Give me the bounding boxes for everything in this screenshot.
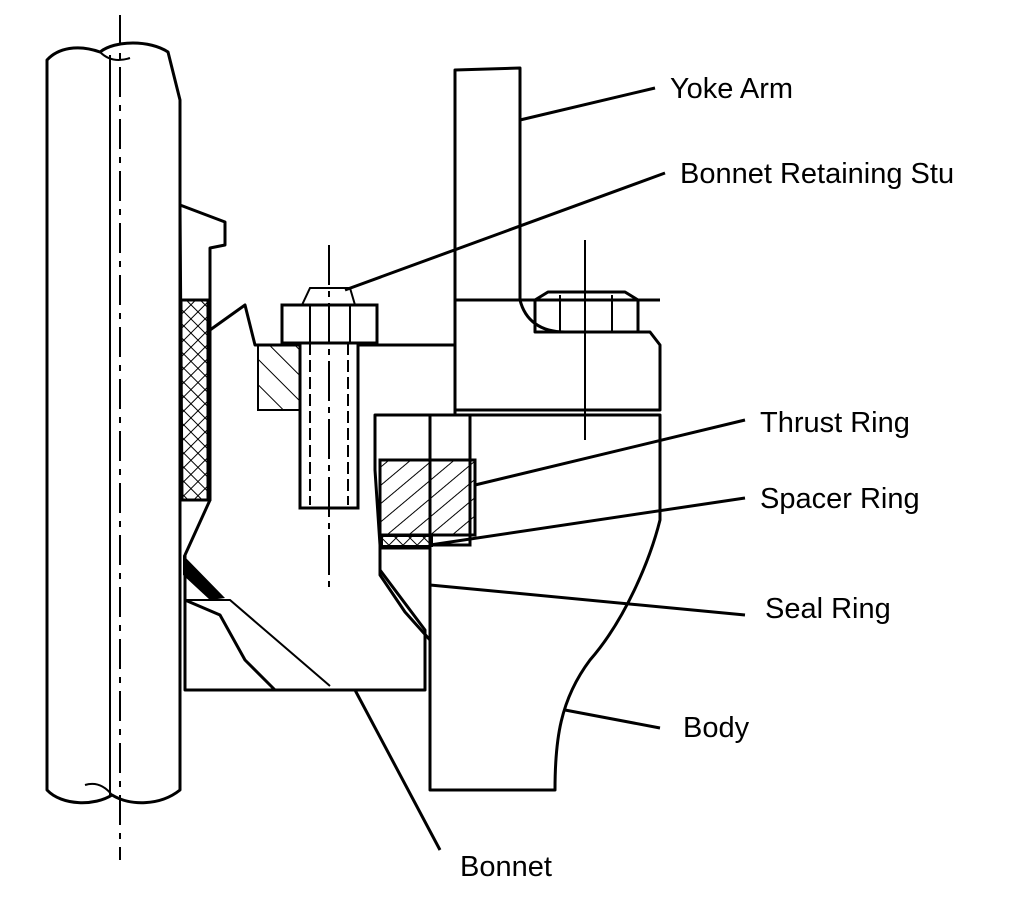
yoke-arm-leader [519,86,656,122]
left-stud [298,245,360,590]
spacer-ring-leader [429,496,746,547]
label-body: Body [683,712,750,744]
label-bonnet-retaining-stud: Bonnet Retaining Stu [680,158,954,190]
seal-ring-part [378,546,432,642]
seal-wedge [183,555,225,600]
stud-leader [344,171,666,292]
right-stud-nut [533,240,640,440]
valve-stem [45,41,182,805]
body-leader [564,708,661,730]
thrust-ring-part [378,458,477,537]
label-bonnet: Bonnet [460,851,552,883]
bonnet-bore [183,600,330,692]
packing-gland [178,203,227,502]
thrust-ring-leader [474,418,746,487]
bonnet-leader [353,689,442,851]
yoke-arm-part [453,66,662,412]
label-yoke-arm: Yoke Arm [670,73,793,105]
seal-ring-leader [429,583,746,617]
label-thrust-ring: Thrust Ring [760,407,910,439]
spacer-ring-part [381,535,433,547]
label-seal-ring: Seal Ring [765,593,891,625]
label-spacer-ring: Spacer Ring [760,483,920,515]
